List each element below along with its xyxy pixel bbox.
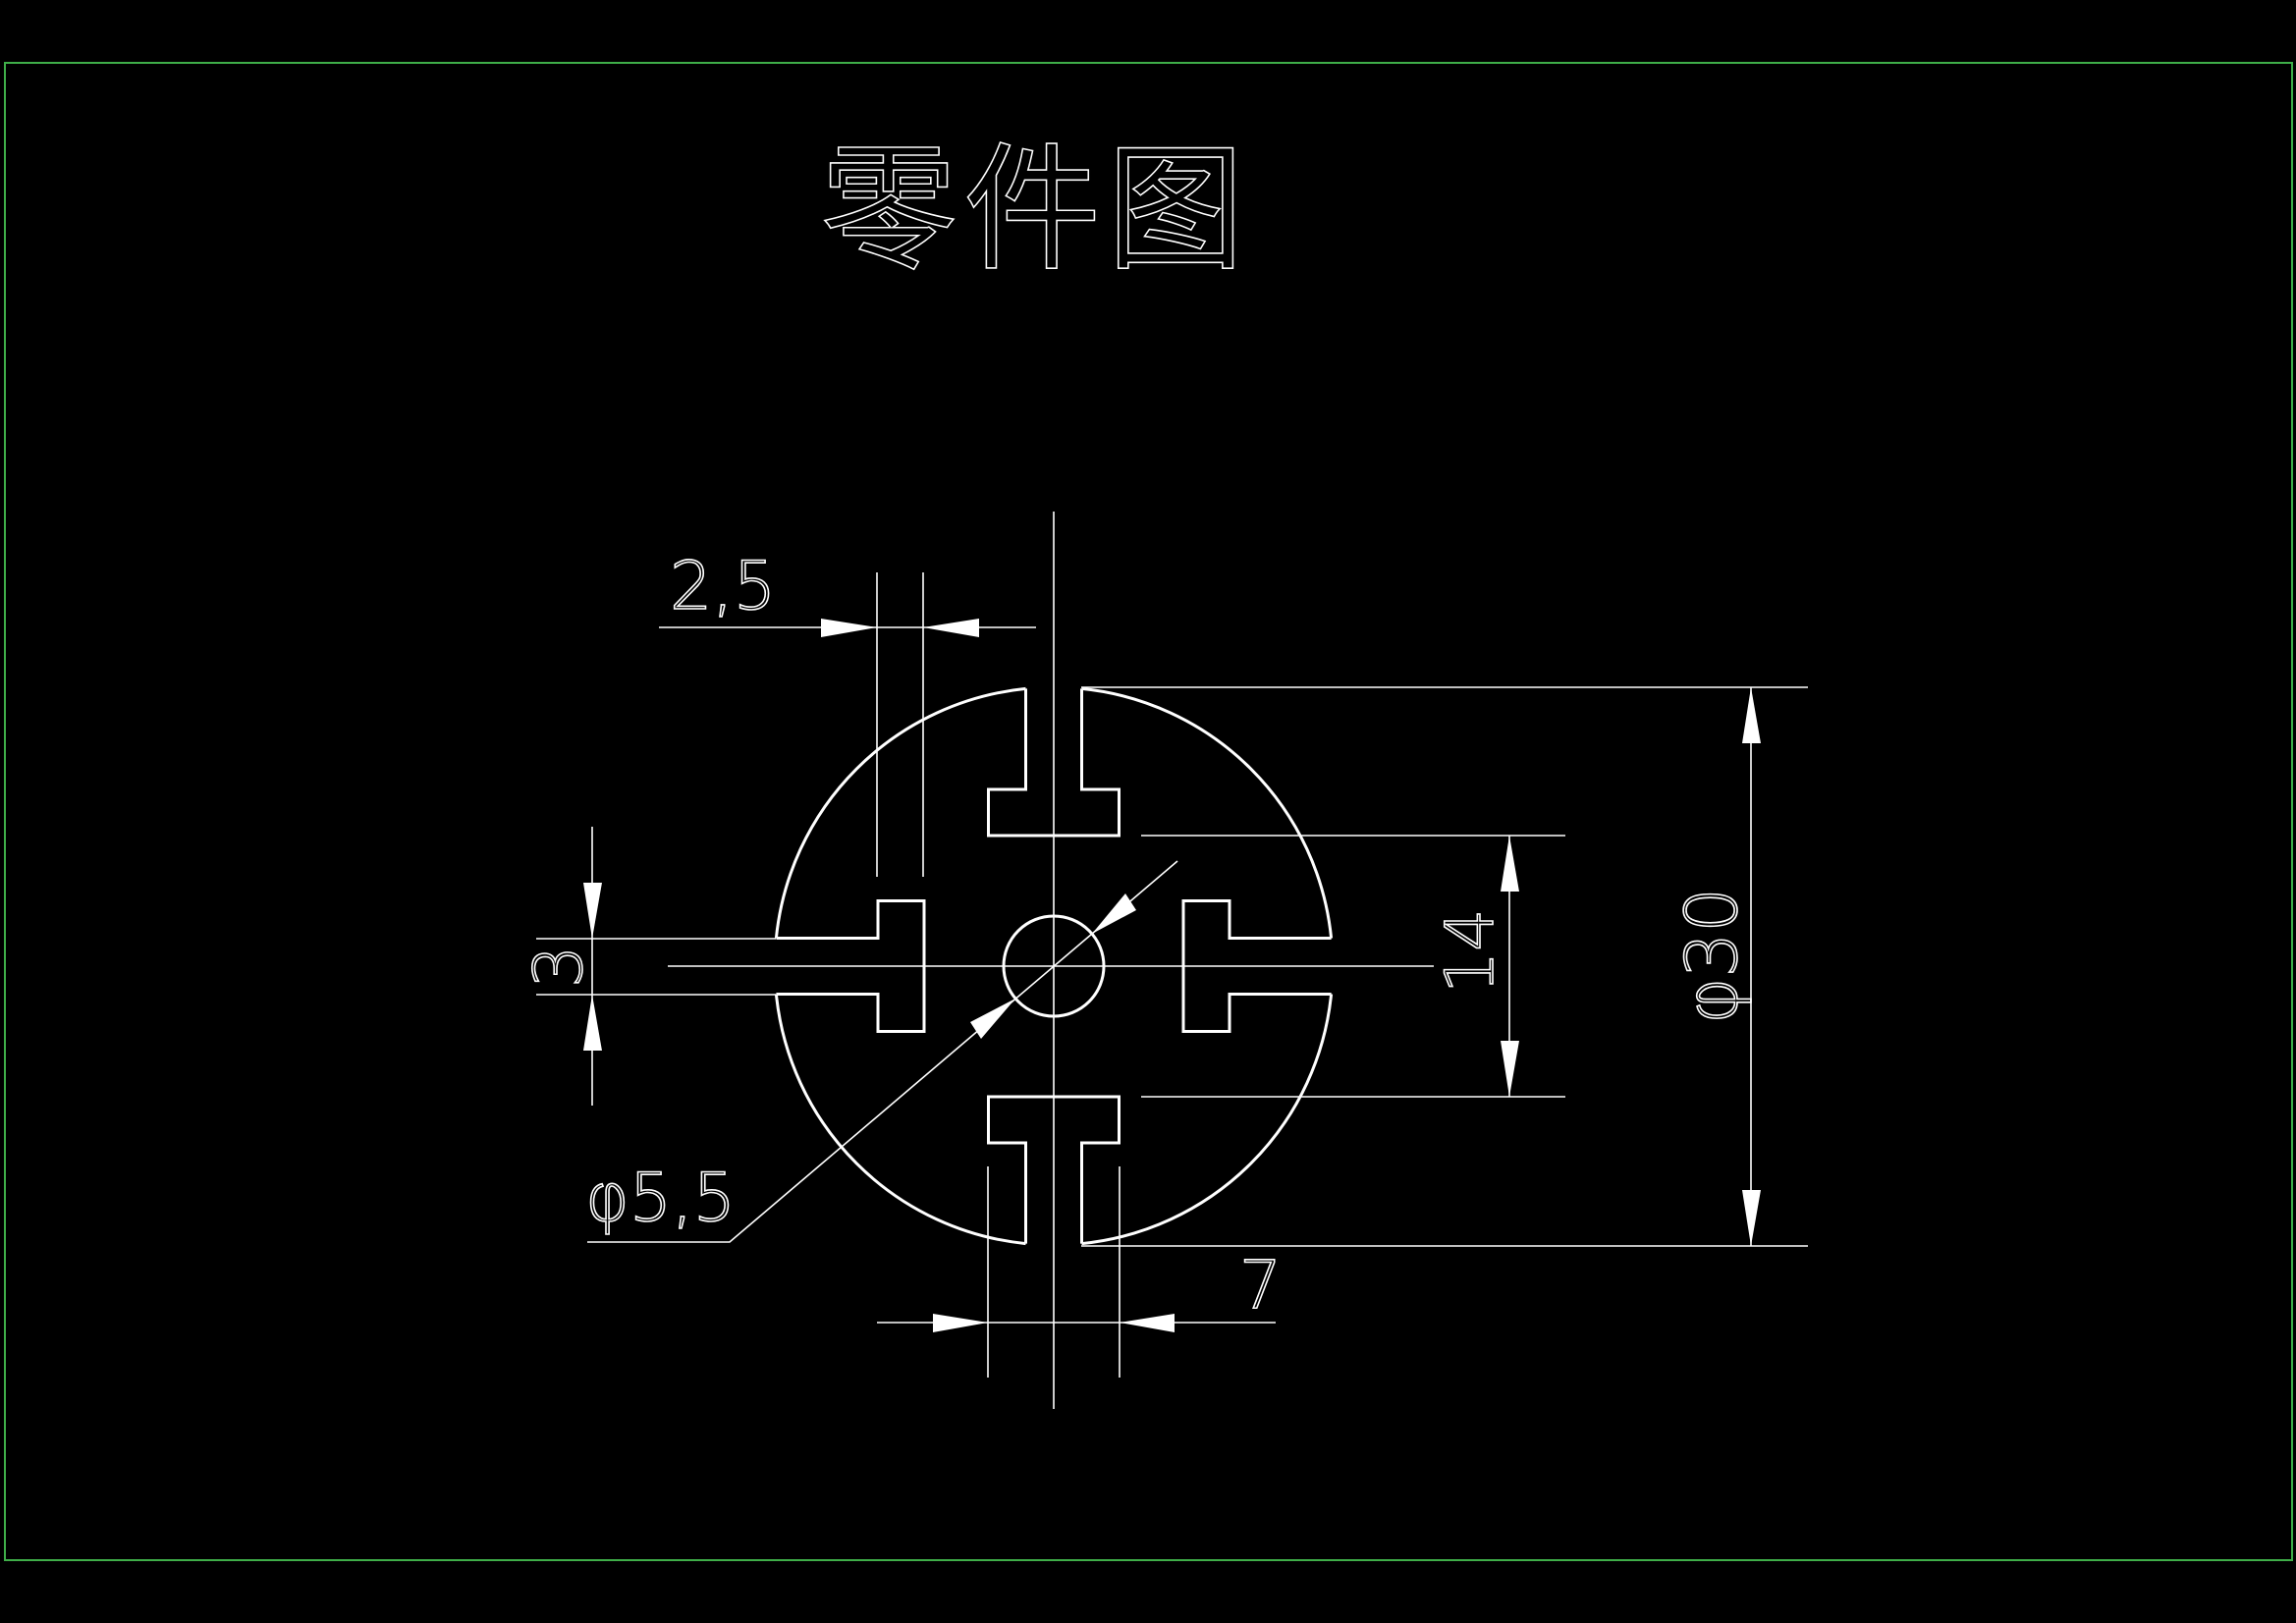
- dim-label-14: 14: [1432, 908, 1509, 994]
- outer-arc-top-right: [1081, 686, 1334, 939]
- dimension-2-5: 2,5: [659, 547, 1036, 877]
- dim-label-hub-diameter: φ5,5: [585, 1160, 736, 1237]
- dimension-hub-diameter: φ5,5: [584, 860, 1178, 1243]
- outer-arc-top-left: [774, 686, 1026, 939]
- outer-arc-bottom-left: [774, 994, 1026, 1246]
- outer-arc-bottom-right: [1081, 994, 1334, 1246]
- dim-label-outer-diameter: φ30: [1670, 888, 1753, 1024]
- drawing-border: [4, 62, 2293, 1561]
- t-slot-bottom: [987, 1095, 1121, 1244]
- dim-label-2-5: 2,5: [670, 548, 776, 625]
- dim-label-7: 7: [1239, 1247, 1282, 1325]
- t-slot-left: [776, 899, 926, 1033]
- t-slot-top: [987, 688, 1121, 838]
- dimension-outer-diameter: φ30: [1081, 686, 1808, 1247]
- dim-label-3: 3: [520, 946, 598, 988]
- dimension-14: 14: [1141, 835, 1565, 1098]
- dimension-7: 7: [877, 1166, 1283, 1378]
- hub-circle: [1002, 914, 1106, 1018]
- t-slot-right: [1181, 899, 1332, 1033]
- part-outline: [774, 686, 1334, 1246]
- drawing-title: 零件图: [820, 131, 1250, 291]
- dimension-3: 3: [519, 827, 776, 1106]
